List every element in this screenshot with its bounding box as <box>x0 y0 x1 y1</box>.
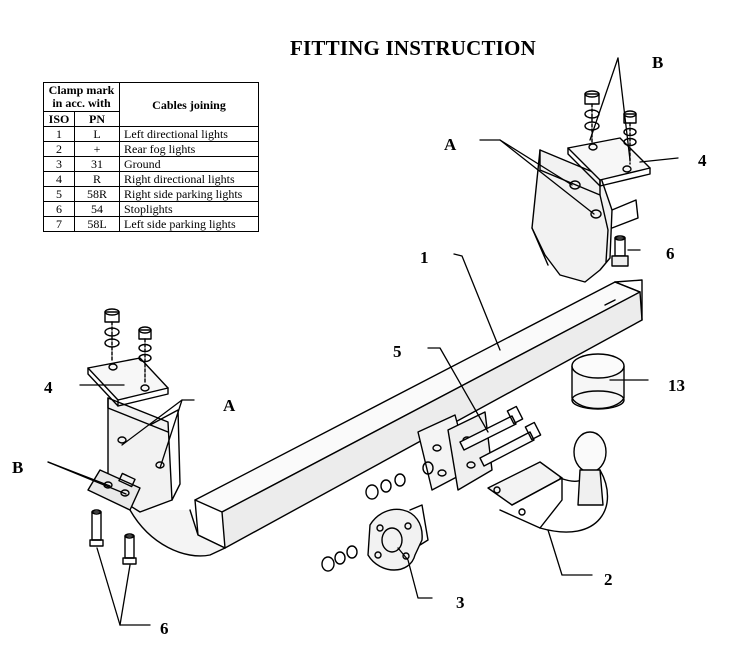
table-row: 6 54 Stoplights <box>43 201 259 217</box>
pn-cell: 58L <box>74 216 120 232</box>
table-row: 1 L Left directional lights <box>43 126 259 142</box>
label-6-right: 6 <box>666 244 675 263</box>
page-title: FITTING INSTRUCTION <box>290 36 536 60</box>
left-cover-plate <box>87 357 169 407</box>
label-1: 1 <box>420 248 429 267</box>
pn-cell: 31 <box>74 156 120 172</box>
plate-nuts <box>365 461 434 500</box>
long-bolts <box>459 405 542 467</box>
right-mounting-bracket <box>531 149 639 283</box>
label-a-top: A <box>444 135 457 154</box>
label-3: 3 <box>456 593 465 612</box>
label-6-bottom: 6 <box>160 619 169 638</box>
desc-cell: Right directional lights <box>119 171 259 187</box>
label-4-right: 4 <box>698 151 707 170</box>
socket-nuts <box>321 545 358 572</box>
ball-cap <box>571 353 625 410</box>
cables-joining-header: Cables joining <box>119 82 259 127</box>
clamp-mark-header: Clamp mark in acc. with <box>43 82 120 112</box>
main-crossbar <box>194 279 643 549</box>
pn-header: PN <box>74 111 120 127</box>
label-4-left: 4 <box>44 378 53 397</box>
cables-joining-table: Clamp mark in acc. with Cables joining I… <box>43 82 259 232</box>
pn-cell: 58R <box>74 186 120 202</box>
right-lower-bolt <box>611 235 629 267</box>
label-5: 5 <box>393 342 402 361</box>
label-b-left: B <box>12 458 23 477</box>
socket-plate <box>367 504 429 571</box>
label-13: 13 <box>668 376 685 395</box>
desc-cell: Left side parking lights <box>119 216 259 232</box>
label-2: 2 <box>604 570 613 589</box>
left-mounting-bracket <box>87 397 181 513</box>
label-b-top: B <box>652 53 663 72</box>
table-row: 5 58R Right side parking lights <box>43 186 259 202</box>
pn-cell: 54 <box>74 201 120 217</box>
table-subheader-row: ISO PN <box>43 111 259 127</box>
left-bar-end <box>129 509 226 557</box>
desc-cell: Right side parking lights <box>119 186 259 202</box>
table-row: 4 R Right directional lights <box>43 171 259 187</box>
left-bolt-stack <box>104 308 152 385</box>
label-a-left: A <box>223 396 236 415</box>
leader-lines <box>47 57 679 626</box>
left-lower-bolts <box>89 509 137 565</box>
right-bolt-stack <box>584 90 637 165</box>
table-header-row: Clamp mark in acc. with Cables joining <box>43 82 259 127</box>
callout-labels: B A 4 6 1 5 13 4 A B 2 3 6 <box>12 53 707 638</box>
desc-cell: Stoplights <box>119 201 259 217</box>
tow-ball-neck <box>487 431 609 533</box>
table-row: 7 58L Left side parking lights <box>43 216 259 232</box>
